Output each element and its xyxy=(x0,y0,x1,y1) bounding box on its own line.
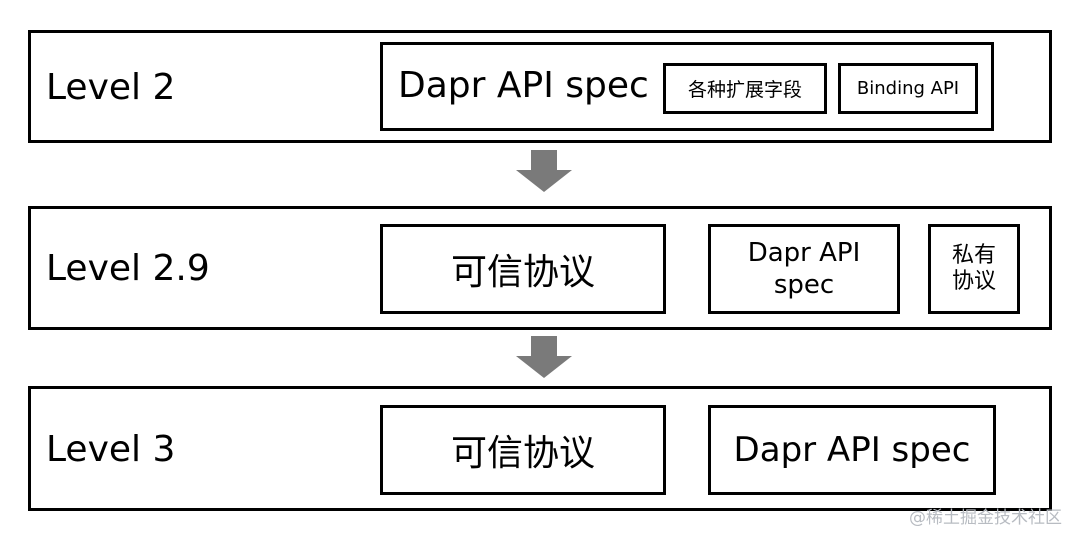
private-protocol-box: 私有 协议 xyxy=(928,224,1020,314)
dapr-api-spec-line-2: spec xyxy=(773,270,835,300)
level-3-label: Level 3 xyxy=(46,429,176,470)
dapr-api-spec-label-3: Dapr API spec xyxy=(733,430,971,470)
trusted-protocol-label-3: 可信协议 xyxy=(450,433,595,474)
binding-api-box: Binding API xyxy=(838,63,978,114)
trusted-protocol-box: 可信协议 xyxy=(380,224,666,314)
level-2-label: Level 2 xyxy=(46,67,176,108)
trusted-protocol-box-3: 可信协议 xyxy=(380,405,666,495)
down-arrow-2 xyxy=(516,336,572,378)
level-2-9-label: Level 2.9 xyxy=(46,248,210,289)
private-protocol-line-1: 私有 xyxy=(951,242,996,268)
down-arrow-1 xyxy=(516,150,572,192)
watermark: @稀土掘金技术社区 xyxy=(909,508,1062,528)
dapr-api-spec-box-3: Dapr API spec xyxy=(708,405,996,495)
trusted-protocol-label: 可信协议 xyxy=(450,252,595,293)
private-protocol-line-2: 协议 xyxy=(951,269,996,294)
dapr-api-spec-box-2: Dapr API spec xyxy=(708,224,900,314)
dapr-api-spec-line-1: Dapr API xyxy=(747,237,861,268)
binding-api-label: Binding API xyxy=(856,78,960,99)
extension-fields-box: 各种扩展字段 xyxy=(663,63,827,114)
dapr-api-spec-title: Dapr API spec xyxy=(398,65,649,106)
extension-fields-label: 各种扩展字段 xyxy=(687,79,802,101)
